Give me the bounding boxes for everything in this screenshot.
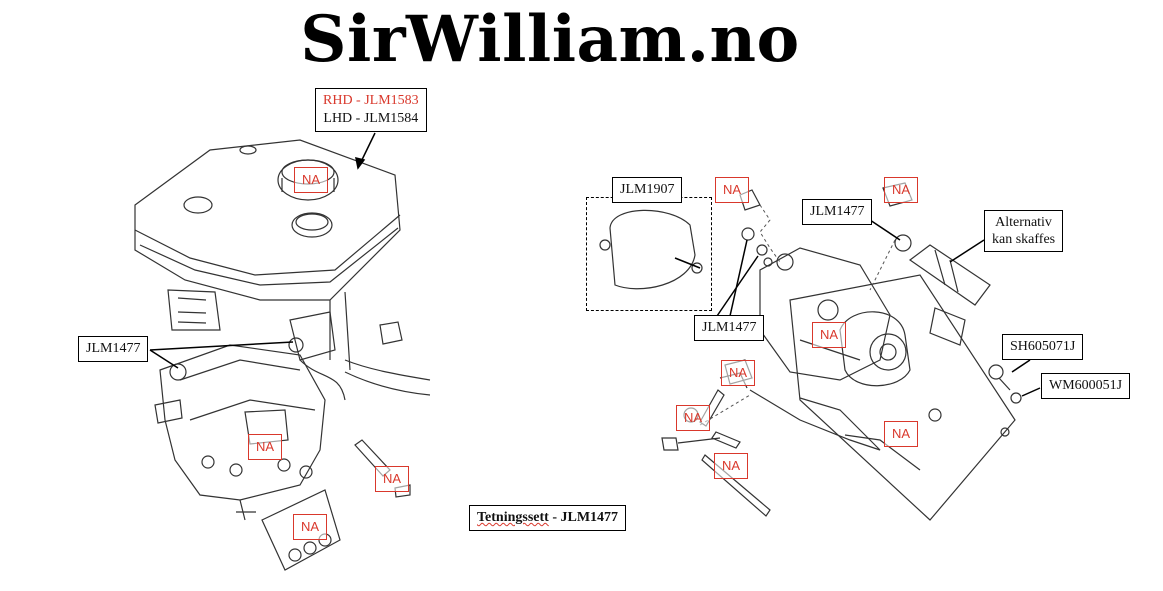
na-marker-left-bracket: NA (293, 514, 327, 540)
na-marker-pump-connector: NA (248, 434, 282, 460)
abs-pump-drawing (154, 337, 326, 521)
na-marker-cap: NA (884, 177, 918, 203)
mounting-plate-drawing (749, 274, 1016, 521)
seal-kit-separator: - (548, 510, 561, 525)
reservoir-part-label: RHD - JLM1583 LHD - JLM1584 (315, 88, 427, 132)
right-seal-bottom-label: JLM1477 (694, 315, 765, 341)
reservoir-lhd-label: LHD - JLM1584 (323, 111, 419, 126)
right-seal-top-label: JLM1477 (802, 199, 873, 225)
na-marker-fitting: NA (715, 177, 749, 203)
alternative-line-1: Alternativ (995, 215, 1052, 230)
seal-kit-label: Tetningssett - JLM1477 (469, 505, 627, 531)
left-seal-label: JLM1477 (78, 336, 149, 362)
accumulator-dashed-frame (586, 197, 712, 311)
pressure-switch-drawing (894, 234, 991, 346)
na-marker-small-bracket: NA (375, 466, 409, 492)
leader-lines (149, 132, 1041, 397)
reservoir-rhd-label: RHD - JLM1583 (323, 93, 419, 108)
valve-block-drawing (759, 247, 891, 381)
na-marker-plate: NA (884, 421, 918, 447)
bolt-label: SH605071J (1002, 334, 1084, 360)
reservoir-drawing (134, 139, 401, 371)
na-marker-reservoir-cap: NA (294, 167, 328, 193)
accumulator-drawing (599, 209, 703, 290)
motor-drawing (839, 311, 911, 387)
accumulator-label: JLM1907 (612, 177, 683, 203)
left-bracket-drawing (261, 489, 341, 571)
washer-label: WM600051J (1041, 373, 1131, 399)
na-marker-strap: NA (714, 453, 748, 479)
connector-drawing (167, 289, 221, 331)
alternative-line-2: kan skaffes (992, 232, 1056, 247)
master-cylinder-drawing (289, 311, 431, 401)
na-marker-bolt: NA (676, 405, 710, 431)
brand-title: SirWilliam.no (300, 2, 800, 77)
na-marker-valve-block: NA (812, 322, 846, 348)
alternative-note: Alternativ kan skaffes (984, 210, 1064, 252)
seal-kit-name: Tetningssett (477, 510, 549, 525)
dashed-guides (699, 204, 896, 426)
na-marker-clamp: NA (721, 360, 755, 386)
seal-kit-part: JLM1477 (560, 510, 619, 525)
